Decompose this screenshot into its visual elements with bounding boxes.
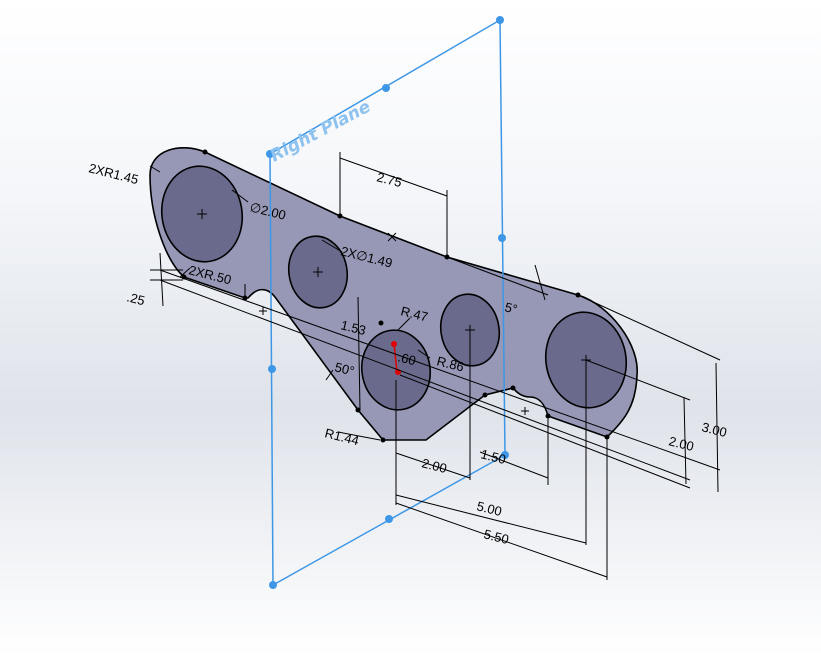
dim-h-153[interactable]: 1.53 (339, 317, 367, 338)
sketch-vertices[interactable] (181, 149, 610, 443)
dim-ang-5[interactable]: 5° (503, 299, 519, 317)
dim-r-47[interactable]: R.47 (399, 303, 429, 324)
dim-offset-25[interactable]: .25 (125, 289, 146, 308)
dim-ang-50[interactable]: 50° (333, 359, 356, 378)
dim-h-300-right[interactable]: 3.00 (700, 419, 728, 440)
dim-w-200-bottom[interactable]: 2.00 (420, 455, 448, 476)
dim-w-550[interactable]: 5.50 (482, 526, 510, 547)
right-plane[interactable] (266, 16, 509, 589)
dim-r-144[interactable]: R1.44 (323, 425, 360, 448)
dim-r-outer-left[interactable]: 2XR1.45 (87, 160, 140, 187)
plane-label: Right Plane (267, 97, 374, 167)
dim-h-200-right[interactable]: 2.00 (667, 433, 695, 454)
dim-w-150[interactable]: 1.50 (479, 446, 507, 467)
dim-r-86[interactable]: R.86 (435, 353, 465, 374)
dim-len-275[interactable]: 2.75 (375, 169, 403, 190)
dimension-geometry (149, 152, 721, 580)
dim-h-60[interactable]: .60 (396, 349, 417, 368)
dim-w-500[interactable]: 5.00 (475, 498, 503, 519)
